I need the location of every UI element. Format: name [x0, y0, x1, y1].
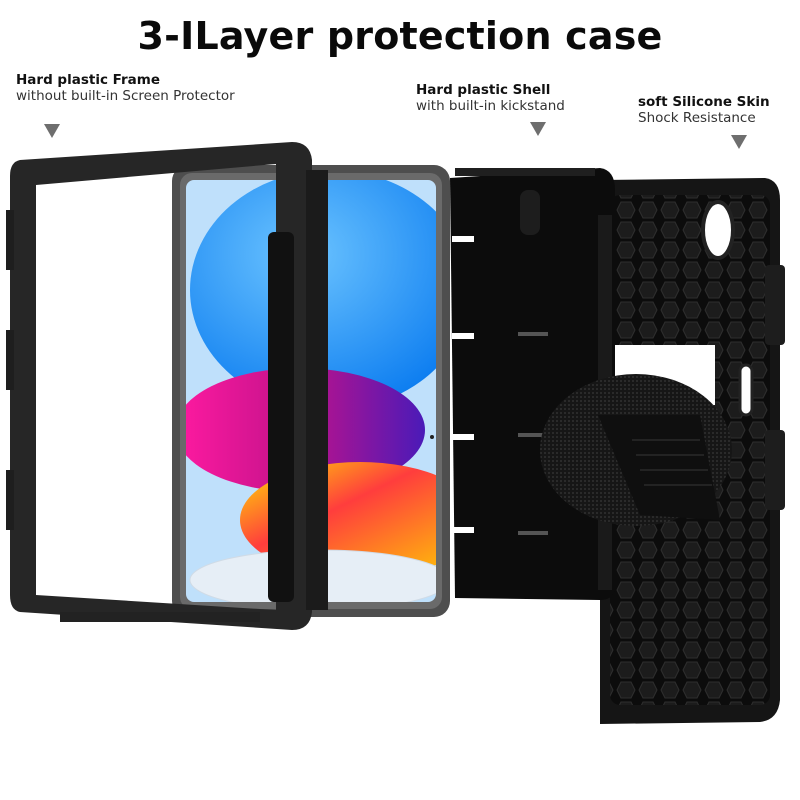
down-arrow-icon — [44, 124, 60, 138]
layer-heading: soft Silicone Skin — [638, 94, 770, 110]
plastic-frame — [6, 142, 328, 630]
layer-label-shell: Hard plastic Shell with built-in kicksta… — [416, 82, 565, 114]
layer-label-skin: soft Silicone Skin Shock Resistance — [638, 94, 770, 126]
layer-heading: Hard plastic Frame — [16, 72, 160, 88]
down-arrow-icon — [530, 122, 546, 136]
layer-label-frame: Hard plastic Frame without built-in Scre… — [16, 72, 235, 104]
page-title: 3-ILayer protection case — [137, 14, 663, 58]
layer-subtitle: with built-in kickstand — [416, 98, 565, 114]
layer-heading: Hard plastic Shell — [416, 82, 551, 98]
down-arrow-icon — [731, 135, 747, 149]
layer-subtitle: Shock Resistance — [638, 110, 756, 126]
layer-subtitle: without built-in Screen Protector — [16, 88, 235, 104]
rotating-kickstand — [540, 374, 732, 526]
